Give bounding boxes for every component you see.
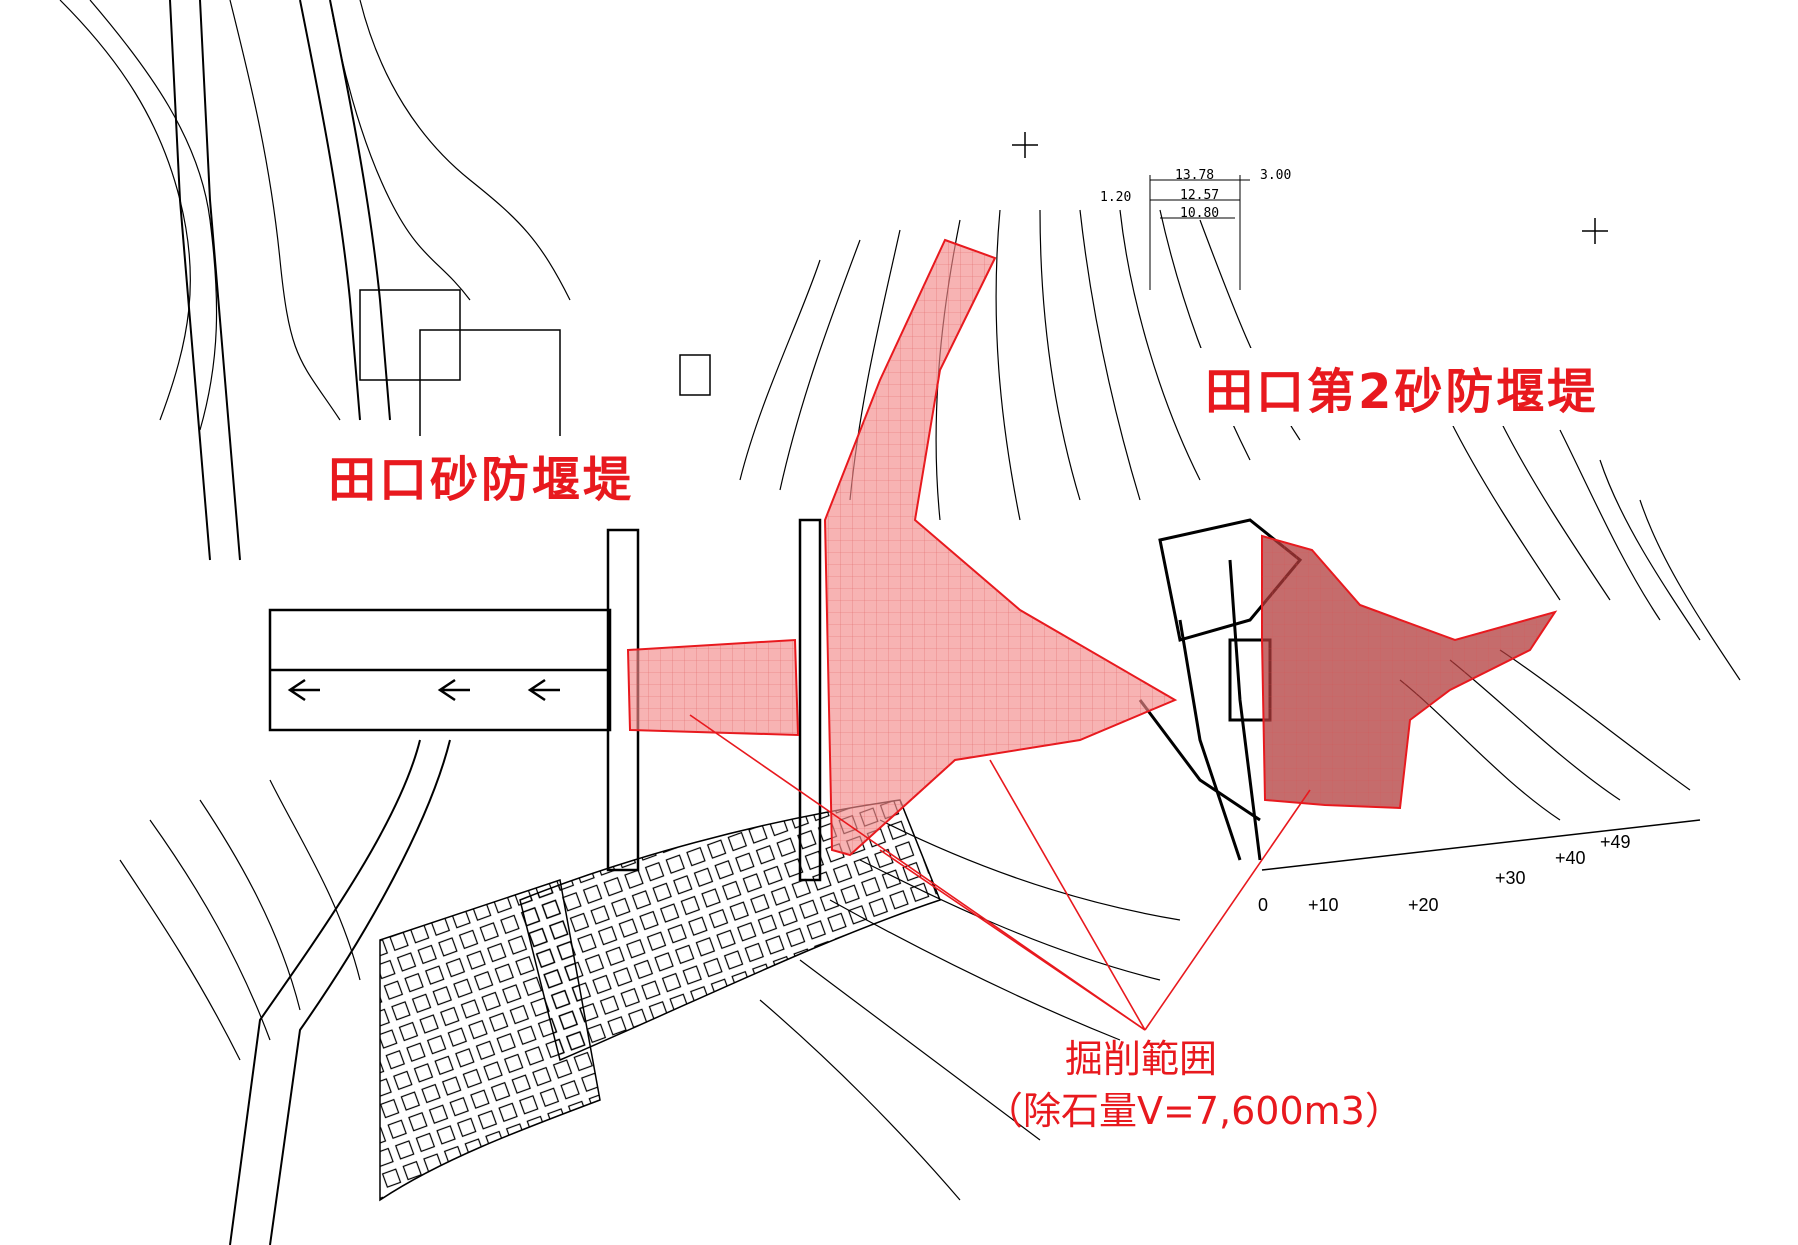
contour-lines — [59, 0, 1741, 1201]
survey-crosses — [1012, 132, 1608, 244]
revetment-area — [379, 799, 941, 1202]
dam1-label: 田口砂防堰堤 — [318, 436, 645, 514]
station-49: +49 — [1600, 832, 1631, 852]
dimension-13-78: 13.78 — [1175, 168, 1215, 183]
station-0: 0 — [1258, 895, 1269, 915]
station-10: +10 — [1308, 895, 1339, 915]
dimension-12-57: 12.57 — [1180, 188, 1220, 203]
removal-volume-label: （除石量V=7,600m3） — [985, 1089, 1403, 1133]
excavation-label: 掘削範囲 — [1065, 1037, 1218, 1081]
dimension-10-80: 10.80 — [1180, 206, 1220, 221]
leader-lines — [689, 714, 1311, 1031]
dam2-label: 田口第2砂防堰堤 — [1195, 348, 1609, 426]
dam1-structure — [268, 518, 822, 882]
river-channel — [169, 0, 451, 1245]
dimension-lines — [1149, 175, 1250, 290]
dimension-1-20: 1.20 — [1100, 190, 1132, 205]
station-30: +30 — [1495, 868, 1526, 888]
structures-top — [359, 289, 711, 441]
station-line — [1261, 819, 1701, 871]
excavation-areas — [626, 238, 1558, 857]
station-40: +40 — [1555, 848, 1586, 868]
dimension-3-00: 3.00 — [1260, 168, 1292, 183]
station-20: +20 — [1408, 895, 1439, 915]
